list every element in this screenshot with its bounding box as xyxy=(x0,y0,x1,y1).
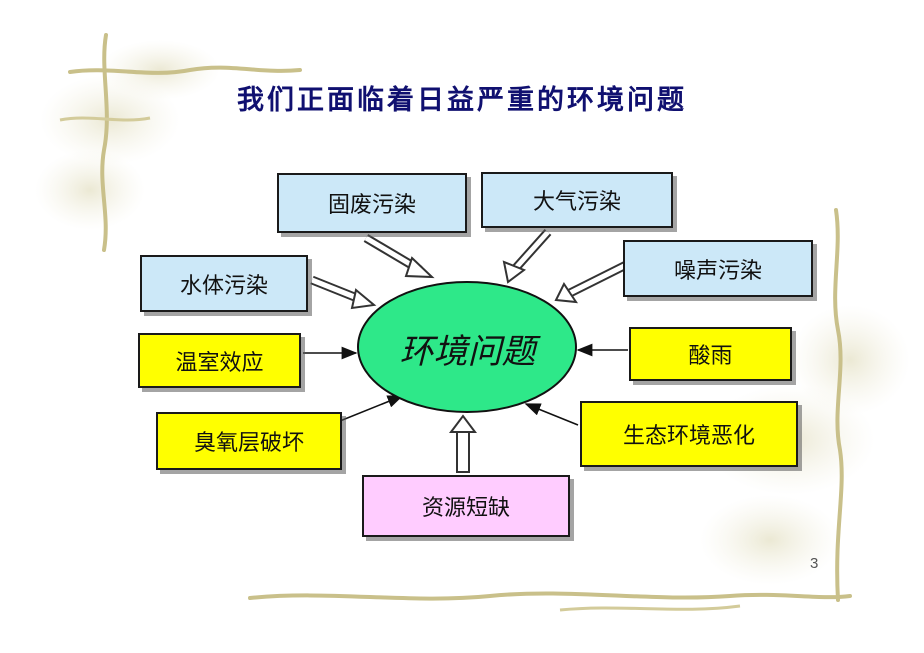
block-arrow-noise xyxy=(556,265,626,302)
block-arrow-air xyxy=(504,232,548,282)
arrow-ecology xyxy=(526,404,578,425)
node-solid-waste: 固废污染 xyxy=(277,173,467,233)
node-acid-rain: 酸雨 xyxy=(629,327,792,381)
node-resources: 资源短缺 xyxy=(362,475,570,537)
node-water: 水体污染 xyxy=(140,255,308,312)
page-number: 3 xyxy=(810,555,818,572)
node-air: 大气污染 xyxy=(481,172,673,228)
node-noise: 噪声污染 xyxy=(623,240,813,297)
center-label: 环境问题 xyxy=(360,300,575,396)
block-arrow-resources xyxy=(451,416,475,472)
block-arrow-solid-waste xyxy=(366,238,432,277)
node-ecology: 生态环境恶化 xyxy=(580,401,798,467)
node-greenhouse: 温室效应 xyxy=(138,333,301,388)
node-ozone: 臭氧层破坏 xyxy=(156,412,342,470)
